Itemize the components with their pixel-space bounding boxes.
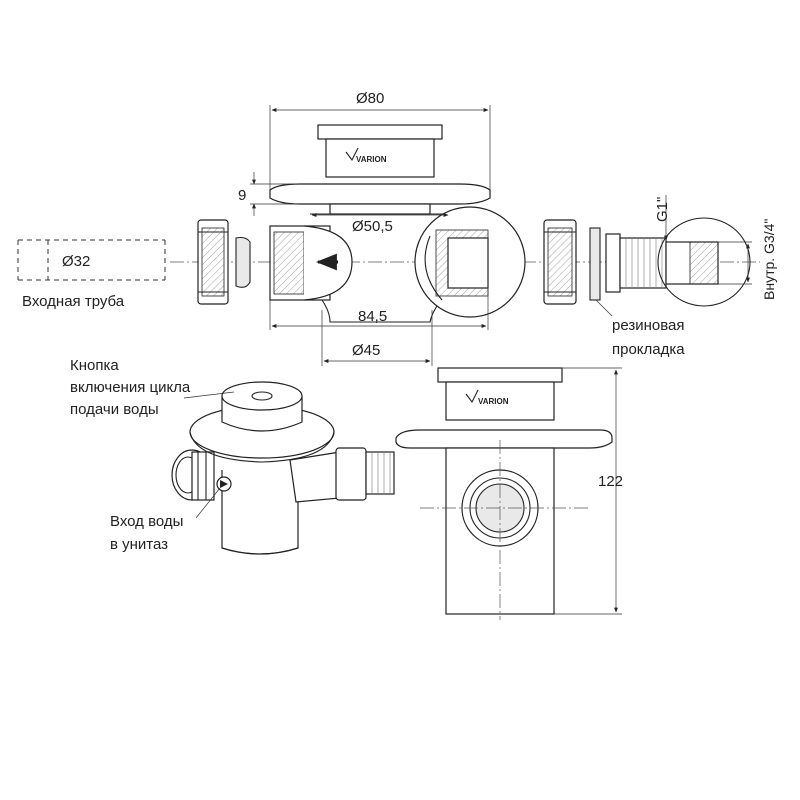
exploded-view: Ø32 Входная труба VARION xyxy=(17,90,777,366)
gasket-label-1: резиновая xyxy=(612,317,685,334)
brand-logo-side: VARION xyxy=(478,397,509,406)
dim-d80: Ø80 xyxy=(356,90,384,107)
dim-g34-line xyxy=(718,241,752,285)
dim-d45-line xyxy=(321,310,433,366)
rubber-gasket xyxy=(589,227,613,317)
dim-g3-4: Внутр. G3/4" xyxy=(761,219,777,300)
threaded-fitting xyxy=(605,217,751,307)
dim-84-5: 84,5 xyxy=(358,308,387,325)
button-label-1: Кнопка xyxy=(70,357,119,374)
washer-left xyxy=(235,236,251,288)
dim-d50-5: Ø50,5 xyxy=(352,218,393,235)
water-in-leader xyxy=(195,487,221,519)
inlet-pipe-label: Входная труба xyxy=(22,293,125,310)
button-label-2: включения цикла xyxy=(70,379,191,396)
brand-logo-top: VARION xyxy=(356,155,387,164)
inlet-pipe-outline xyxy=(17,239,166,281)
button-label-3: подачи воды xyxy=(70,401,159,418)
water-in-label-1: Вход воды xyxy=(110,513,183,530)
gasket-label-2: прокладка xyxy=(612,341,685,358)
isometric-view xyxy=(171,381,395,555)
dim-84-line xyxy=(269,290,489,330)
iso-left-nut xyxy=(171,449,215,501)
dim-9: 9 xyxy=(238,187,246,204)
valve-body-top: VARION xyxy=(269,124,526,323)
dim-9-line xyxy=(250,172,300,216)
dim-122-line xyxy=(554,367,622,615)
button-leader xyxy=(183,391,235,399)
water-in-label-2: в унитаз xyxy=(110,536,168,553)
union-nut-right xyxy=(543,219,577,305)
side-view: VARION xyxy=(395,367,613,620)
dim-g1: G1" xyxy=(654,197,671,222)
dim-d80-line xyxy=(269,105,491,190)
dim-122: 122 xyxy=(598,473,623,490)
dim-d45: Ø45 xyxy=(352,342,380,359)
dim-d32: Ø32 xyxy=(62,253,90,270)
union-nut-left xyxy=(197,219,229,305)
